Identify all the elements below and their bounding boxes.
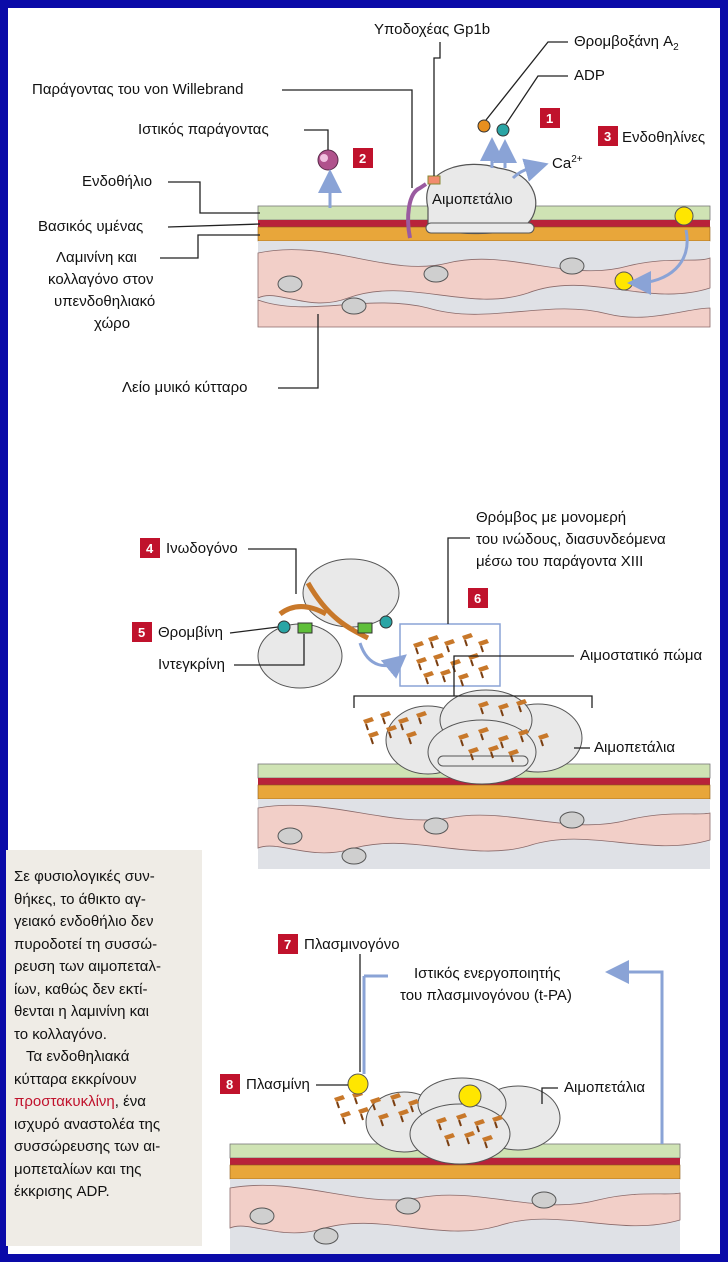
leader-line	[168, 224, 260, 227]
leader-line	[304, 130, 328, 150]
nucleus	[424, 266, 448, 282]
tpa-label-1: Ιστικός ενεργοποιητής	[414, 965, 560, 982]
step-badge-1-text: 1	[546, 111, 553, 126]
integrin-label: Ιντεγκρίνη	[158, 656, 225, 673]
endothelins-label: Ενδοθηλίνες	[622, 129, 705, 146]
step-badge-5-text: 5	[138, 625, 145, 640]
vwf-label: Παράγοντας του von Willebrand	[32, 81, 243, 98]
gp1b-label: Υποδοχέας Gp1b	[374, 21, 490, 38]
leader-line	[160, 235, 260, 258]
step-badge-4-text: 4	[146, 541, 154, 556]
nucleus	[560, 258, 584, 274]
platelet-cluster-1	[258, 559, 400, 688]
note-line: προστακυκλίνη, ένα	[14, 1091, 196, 1114]
thromboxane-molecule	[478, 120, 490, 132]
thrombin-label: Θρομβίνη	[158, 624, 223, 641]
step-badge-8-text: 8	[226, 1077, 233, 1092]
endothelium-label: Ενδοθήλιο	[82, 173, 152, 190]
leader-line	[448, 538, 470, 624]
plasmin-label: Πλασμίνη	[246, 1076, 310, 1093]
note-line: γειακό ενδοθήλιο δεν	[14, 911, 196, 934]
fibrinogen-label: Ινωδογόνο	[166, 540, 238, 557]
plug-label: Αιμοστατικό πώμα	[580, 647, 703, 664]
leader-line	[230, 627, 278, 633]
nucleus	[278, 276, 302, 292]
note-line: θενται η λαμινίνη και	[14, 1001, 196, 1024]
leader-line	[434, 42, 440, 176]
leader-line	[168, 182, 260, 213]
endothelin-molecule	[615, 272, 633, 290]
fibrin-mesh-small	[413, 633, 489, 686]
note-line-rest: , ένα	[115, 1093, 146, 1110]
calcium-label: Ca2+	[552, 154, 583, 172]
clot-label-1: Θρόμβος με μονομερή	[476, 509, 626, 526]
note-line: ρευση των αιμοπεταλ-	[14, 956, 196, 979]
thromboxane-label: Θρομβοξάνη A2	[574, 33, 679, 53]
step-badge-6-text: 6	[474, 591, 481, 606]
tissue-factor-label: Ιστικός παράγοντας	[138, 121, 269, 138]
clot-label-2: του ινώδους, διασυνδεόμενα	[476, 531, 666, 548]
note-line: θήκες, το άθικτο αγ-	[14, 889, 196, 912]
clot-label-3: μέσω του παράγοντα XIII	[476, 553, 643, 570]
note-line: συσσώρευσης των αι-	[14, 1136, 196, 1159]
nucleus	[342, 298, 366, 314]
note-text: Σε φυσιολογικές συν- θήκες, το άθικτο αγ…	[14, 866, 196, 1204]
step-badge-7-text: 7	[284, 937, 291, 952]
adp-molecule	[497, 124, 509, 136]
platelets-label-3: Αιμοπετάλια	[564, 1079, 645, 1096]
laminin-label-4: χώρο	[94, 315, 130, 332]
laminin-label-1: Λαμινίνη και	[56, 249, 137, 266]
smooth-muscle-label: Λείο μυικό κύτταρο	[122, 379, 247, 396]
laminin-label-2: κολλαγόνο στον	[48, 271, 153, 288]
note-line: ισχυρό αναστολέα της	[14, 1114, 196, 1137]
note-line: Σε φυσιολογικές συν-	[14, 866, 196, 889]
basement-label: Βασικός υμένας	[38, 218, 143, 235]
platelet-label: Αιμοπετάλιο	[432, 191, 513, 208]
note-line: κύτταρα εκκρίνουν	[14, 1069, 196, 1092]
note-line: έκκρισης ADP.	[14, 1181, 196, 1204]
leader-line	[248, 549, 296, 594]
endothelin-molecule	[675, 207, 693, 225]
release-arrow	[513, 166, 540, 178]
prostacyclin-term: προστακυκλίνη	[14, 1093, 115, 1110]
clot-highlight-box	[400, 624, 500, 686]
tissue-factor-inner	[320, 154, 328, 162]
note-line: πυροδοτεί τη συσσώ-	[14, 934, 196, 957]
leader-line	[282, 90, 412, 188]
gp1b-receptor	[428, 176, 440, 184]
step-badge-2-text: 2	[359, 151, 366, 166]
note-line: μοπεταλίων και της	[14, 1159, 196, 1182]
adp-label: ADP	[574, 67, 605, 84]
tpa-arrow-right	[614, 972, 662, 1144]
step-badge-3-text: 3	[604, 129, 611, 144]
note-line: Τα ενδοθηλιακά	[14, 1046, 196, 1069]
note-line: το κολλαγόνο.	[14, 1024, 196, 1047]
laminin-label-3: υπενδοθηλιακό	[54, 293, 155, 310]
plasminogen-label: Πλασμινογόνο	[304, 936, 400, 953]
platelets-label-2: Αιμοπετάλια	[594, 739, 675, 756]
note-line: ίων, καθώς δεν εκτί-	[14, 979, 196, 1002]
tpa-label-2: του πλασμινογόνου (t-PA)	[400, 987, 572, 1004]
